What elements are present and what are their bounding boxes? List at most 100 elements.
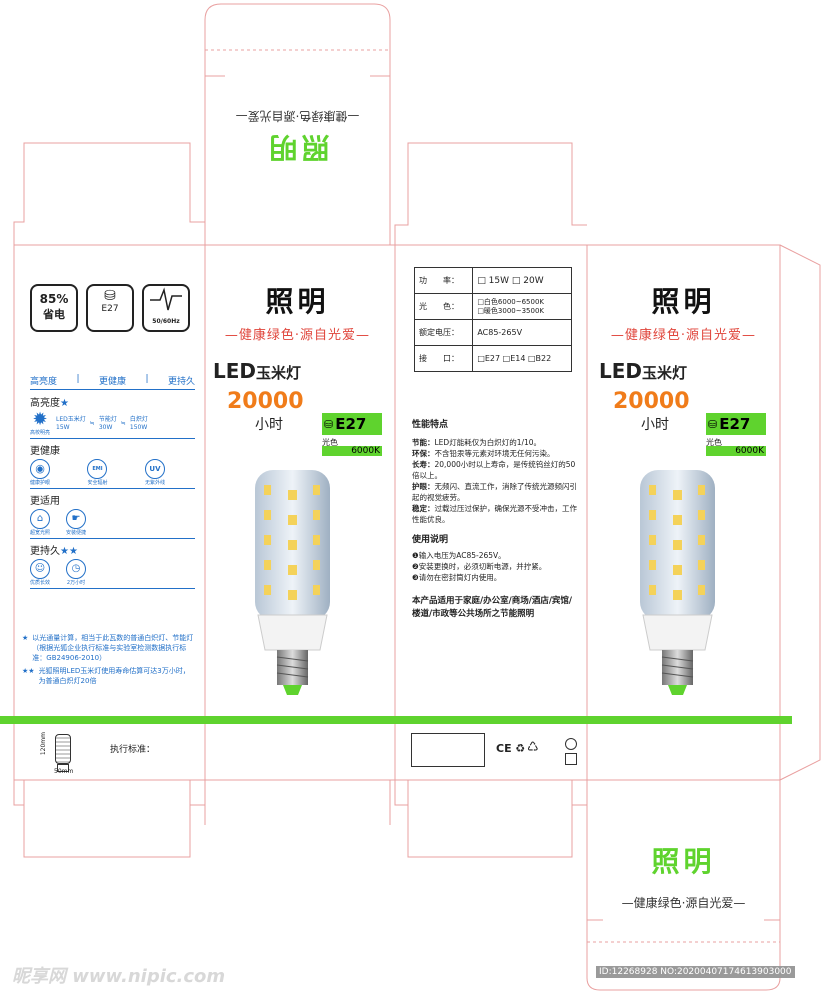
usage-item: ❸请勿在密封筒灯内使用。 (412, 573, 502, 582)
spec-row: 光 色：□白色6000~6500K □暖色3000~3500K (413, 293, 572, 320)
star-icon: ★★ (22, 667, 35, 675)
eye-icon: ◉ (30, 459, 50, 479)
tab-sep: | (76, 374, 80, 384)
voltage-badge: 50/60Hz (142, 284, 190, 332)
feature-text: 过载过压过保护，确保光源不受冲击，工作性能优良。 (412, 504, 577, 524)
spec-value: □ 15W □ 20W (472, 267, 572, 294)
spec-value: AC85-265V (472, 319, 572, 346)
footnotes: ★以光通量计算，相当于此瓦数的普通白炽灯、节能灯（根据光狐企业执行标准与实验室检… (22, 633, 194, 686)
feature-text: 20,000小时以上寿命，是传统钨丝灯的50倍以上。 (412, 460, 576, 480)
slogan: —健康绿色·源自光爱— (610, 328, 757, 343)
spec-row: 接 口：□E27 □E14 □B22 (413, 345, 572, 372)
footnote-1: 以光通量计算，相当于此瓦数的普通白炽灯、节能灯（根据光狐企业执行标准与实验室检测… (32, 634, 194, 662)
feature-item: 节能：LED灯能耗仅为白炽灯的1/10。 (412, 437, 580, 448)
star-icon: ★ (22, 634, 29, 642)
product-title: LED玉米灯 (213, 359, 390, 383)
feature-key: 稳定： (412, 504, 435, 513)
tab-last: 更持久 (167, 377, 195, 387)
compare-cfl: 节能灯 (98, 415, 117, 423)
flipped-slogan: —健康绿色·源自光爱— (235, 109, 360, 123)
color-label: 光色 (322, 438, 338, 447)
watermark-left: 昵享网 www.nipic.com (12, 966, 226, 987)
approx-icon: ≒ (120, 419, 126, 427)
footnote-2: 光狐照明LED玉米灯使用寿命估算可达3万小时，为普通白炽灯20倍 (38, 667, 190, 685)
bulb-icon: ⛁ (708, 417, 718, 431)
features-title: 性能特点 (412, 420, 449, 430)
bottom-slogan: —健康绿色·源自光爱— (621, 896, 746, 910)
features-block: 性能特点 节能：LED灯能耗仅为白炽灯的1/10。 环保：不含铅汞等元素对环境无… (412, 420, 580, 621)
feature-key: 长寿： (412, 460, 435, 469)
bulb-icon: ⛁ (324, 417, 334, 431)
wide-light-icon: ⌂ (30, 509, 50, 529)
last-item: 2万小时 (66, 580, 86, 586)
spec-value: □白色6000~6500K □暖色3000~3500K (472, 293, 572, 320)
last-item: 优质长效 (30, 580, 51, 586)
mini-bulb-icon (55, 734, 71, 764)
spec-row: 额定电压：AC85-265V (413, 319, 572, 346)
compare-inc: 白炽灯 (129, 415, 148, 423)
e27-badge: ⛁E27 (706, 413, 766, 435)
spec-label: 功 率： (413, 267, 474, 294)
product-led: LED (213, 359, 257, 383)
scope-text: 本产品适用于家庭/办公室/商场/酒店/宾馆/楼道/市政等公共场所之节能照明 (412, 596, 573, 619)
spec-label: 光 色： (413, 293, 474, 320)
feature-key: 环保： (412, 449, 435, 458)
usage-title: 使用说明 (412, 535, 449, 545)
slogan: —健康绿色·源自光爱— (224, 328, 371, 343)
feature-item: 环保：不含铅汞等元素对环境无任何污染。 (412, 448, 580, 459)
front-panel-2: 照明 —健康绿色·源自光爱— LED玉米灯 20000 小时 ⛁E27 光色 6… (587, 280, 780, 456)
voltage-label: 50/60Hz (152, 318, 180, 325)
use-item: 超宽光照 (30, 530, 51, 536)
tab-health: 更健康 (98, 377, 126, 387)
base-icon: ⛁ (104, 288, 116, 304)
barcode-box (411, 733, 485, 767)
feature-item: 稳定：过载过压过保护，确保光源不受冲击，工作性能优良。 (412, 503, 580, 525)
use-item: 安装便捷 (66, 530, 87, 536)
spec-label: 额定电压： (413, 319, 474, 346)
left-panel: 85% 省电 ⛁ E27 50/60Hz 高亮度 | 更健康 | 更持久 高亮度… (30, 284, 195, 589)
spec-row: 功 率：□ 15W □ 20W (413, 267, 572, 294)
last-icons: ☺优质长效 ◷2万小时 (30, 559, 195, 586)
health-item: 安全辐射 (87, 480, 108, 486)
tab-row: 高亮度 | 更健康 | 更持久 (30, 374, 195, 387)
brand-name: 照明 (265, 285, 330, 318)
bright-icon-label: 高校明亮 (30, 430, 51, 436)
efficiency-badge: 85% 省电 (30, 284, 78, 332)
section-last-title: 更持久 (30, 546, 60, 557)
sun-icon: ✹ (32, 409, 48, 430)
feature-key: 护眼： (412, 482, 435, 491)
clock-icon: ◷ (66, 559, 87, 579)
dim-width: 50mm (54, 768, 74, 775)
feature-item: 护眼：无频闪、直流工作，消除了传统光源频闪引起的视觉疲劳。 (412, 481, 580, 503)
section-bright-title: 高亮度 (30, 398, 60, 409)
install-icon: ☛ (66, 509, 87, 529)
brand-name: 照明 (651, 285, 716, 318)
usage-item: ❶输入电压为AC85-265V。 (412, 551, 506, 560)
quality-icon: ☺ (30, 559, 50, 579)
product-name: 玉米灯 (256, 364, 302, 382)
efficiency-label: 省电 (43, 308, 65, 321)
bottom-brand: 照明 —健康绿色·源自光爱— (587, 840, 780, 911)
base-label: E27 (101, 304, 119, 314)
section-bright: 高亮度★ (30, 394, 195, 409)
hours-unit: 小时 (641, 417, 669, 433)
spec-value: □E27 □E14 □B22 (472, 345, 572, 372)
efficiency-pct: 85% (39, 292, 69, 306)
no-symbol-icon (565, 738, 577, 750)
usage-item: ❷安装更换时，必须切断电源，并拧紧。 (412, 562, 547, 571)
section-health-title: 更健康 (30, 446, 60, 457)
hours-value: 20000 (227, 389, 304, 414)
compare-led-w: 15W (56, 423, 70, 431)
feature-key: 节能： (412, 438, 435, 447)
spec-label: 接 口： (413, 345, 474, 372)
compare-inc-w: 150W (129, 423, 148, 431)
hours-value: 20000 (613, 389, 690, 414)
feature-text: 无频闪、直流工作，消除了传统光源频闪引起的视觉疲劳。 (412, 482, 577, 502)
voltage-wave-icon (150, 287, 182, 311)
mini-bulb-base (57, 764, 69, 772)
corn-bulb-image (640, 470, 715, 695)
product-title: LED玉米灯 (599, 359, 780, 383)
dim-height: 120mm (40, 732, 47, 756)
